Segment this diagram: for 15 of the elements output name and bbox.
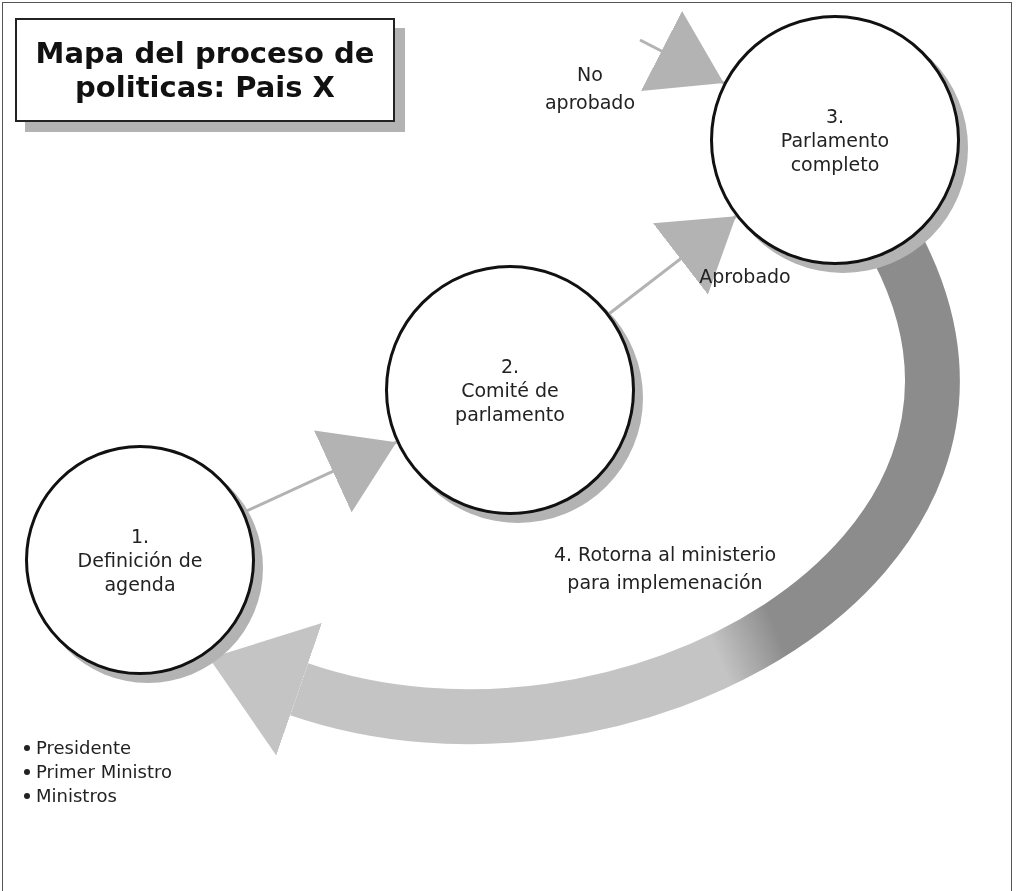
edge-label: No aprobado <box>543 62 637 115</box>
node-text: Definición de agenda <box>76 548 204 596</box>
list-item: Primer Ministro <box>36 760 173 784</box>
node-text: Comité de parlamento <box>454 378 566 426</box>
title: Mapa del proceso de politicas: Pais X <box>15 18 395 122</box>
node-text: 3. <box>825 104 845 128</box>
edge-label: Aprobado <box>698 264 792 289</box>
list-item: Presidente <box>36 736 132 760</box>
edge-label: 4. Rotorna al ministerio para implemenación <box>552 542 778 595</box>
arrow <box>639 11 725 92</box>
arrow <box>608 215 737 315</box>
node-text: 1. <box>130 524 150 548</box>
list-item: Ministros <box>36 784 117 808</box>
node-text: Parlamento completo <box>779 128 891 176</box>
node-text: 2. <box>500 354 520 378</box>
